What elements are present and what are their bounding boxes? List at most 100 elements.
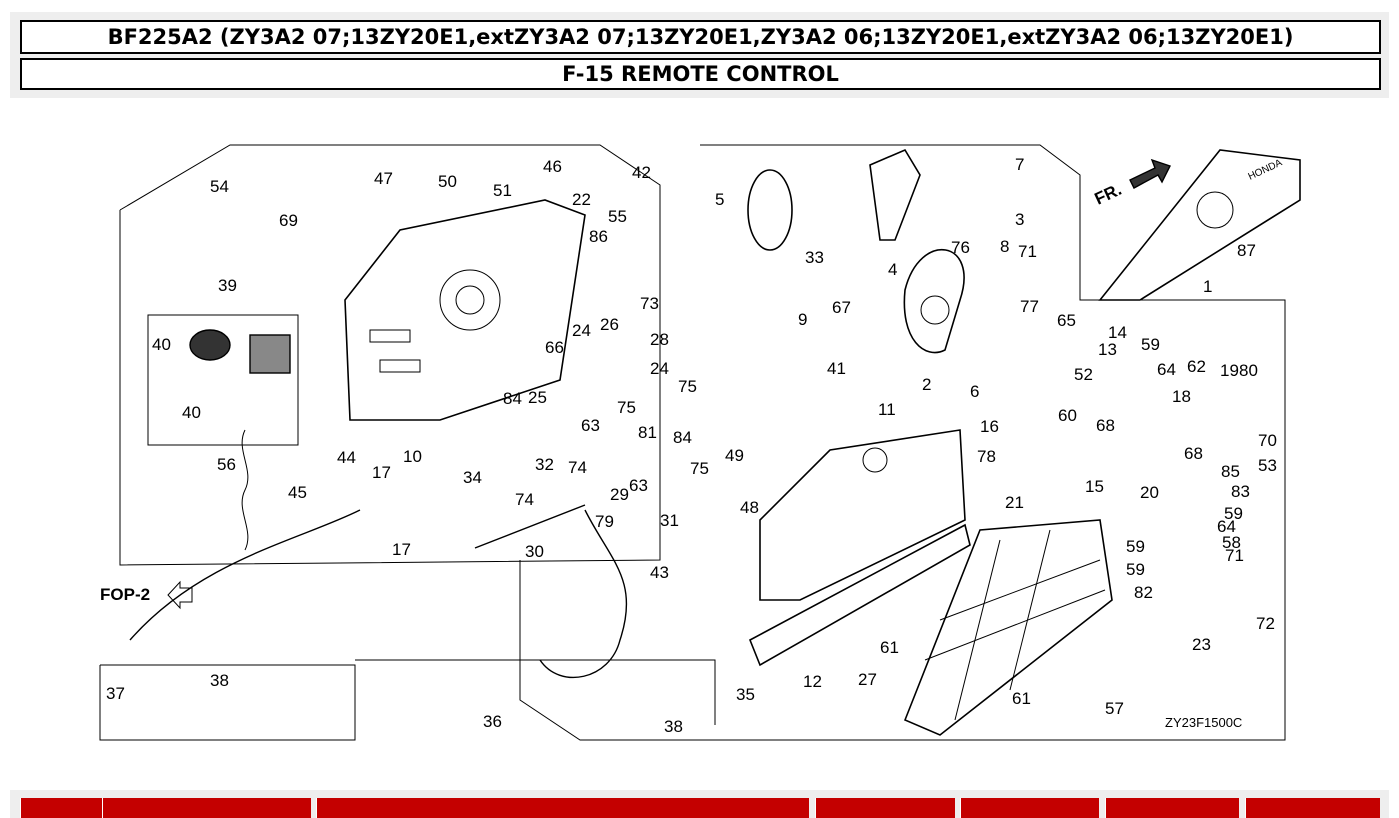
- table-col: [815, 798, 955, 818]
- part-callout-34: 34: [463, 468, 482, 487]
- part-callout-59d: 59: [1126, 560, 1145, 579]
- part-callout-41: 41: [827, 359, 846, 378]
- housing-boss: [439, 269, 501, 331]
- part-callout-75c: 75: [690, 459, 709, 478]
- model-title: BF225A2 (ZY3A2 07;13ZY20E1,extZY3A2 07;1…: [20, 20, 1381, 54]
- harness-box-outline: [355, 659, 716, 725]
- part-callout-19: 19: [1220, 361, 1239, 380]
- part-callout-54: 54: [210, 177, 229, 196]
- exploded-parts-diagram: HONDA FR. FOP-2 123456789101112131415161…: [99, 144, 1301, 741]
- part-callout-46: 46: [543, 157, 562, 176]
- part-callout-75: 75: [678, 377, 697, 396]
- part-callout-42: 42: [632, 163, 651, 182]
- part-callout-44: 44: [337, 448, 356, 467]
- assembly-outline-right: [519, 144, 1286, 741]
- part-callout-78: 78: [977, 447, 996, 466]
- part-callout-69: 69: [279, 211, 298, 230]
- part-callout-14: 14: [1108, 323, 1127, 342]
- part-callout-70: 70: [1258, 431, 1277, 450]
- front-arrow-icon: [1129, 158, 1171, 189]
- part-callout-9: 9: [798, 310, 807, 329]
- part-callout-59c: 59: [1126, 537, 1145, 556]
- lever-plate-hole: [920, 295, 950, 325]
- part-callout-31: 31: [660, 511, 679, 530]
- part-callout-51: 51: [493, 181, 512, 200]
- part-callout-26: 26: [600, 315, 619, 334]
- part-callout-68b: 68: [1184, 444, 1203, 463]
- part-callout-63b: 63: [629, 476, 648, 495]
- part-callout-63: 63: [581, 416, 600, 435]
- part-callout-40b: 40: [182, 403, 201, 422]
- part-callout-20: 20: [1140, 483, 1159, 502]
- part-callout-29: 29: [610, 485, 629, 504]
- grille-rib: [1009, 529, 1051, 691]
- outer-cover-part: [1098, 149, 1301, 301]
- part-callout-24: 24: [572, 321, 591, 340]
- part-callout-68: 68: [1096, 416, 1115, 435]
- connector-part: [249, 334, 291, 374]
- front-marker: FR.: [1092, 180, 1125, 209]
- part-callout-28: 28: [650, 330, 669, 349]
- part-callout-45: 45: [288, 483, 307, 502]
- section-title: F-15 REMOTE CONTROL: [20, 58, 1381, 90]
- housing-slot: [379, 359, 421, 373]
- part-callout-17b: 17: [392, 540, 411, 559]
- table-col: [316, 798, 809, 818]
- part-callout-85: 85: [1221, 462, 1240, 481]
- part-callout-81: 81: [638, 423, 657, 442]
- housing-hole: [455, 285, 485, 315]
- grille-rib: [924, 589, 1106, 661]
- part-callout-83: 83: [1231, 482, 1250, 501]
- part-callout-5: 5: [715, 190, 724, 209]
- part-callout-74: 74: [568, 458, 587, 477]
- part-callout-32: 32: [535, 455, 554, 474]
- part-callout-82: 82: [1134, 583, 1153, 602]
- part-callout-59: 59: [1141, 335, 1160, 354]
- cable-part: [474, 504, 586, 549]
- part-callout-40: 40: [152, 335, 171, 354]
- part-callout-48: 48: [740, 498, 759, 517]
- part-callout-16: 16: [980, 417, 999, 436]
- ring-part: [747, 169, 793, 251]
- part-callout-33: 33: [805, 248, 824, 267]
- switch-part: [189, 329, 231, 361]
- part-callout-60: 60: [1058, 406, 1077, 425]
- spring-part: [241, 429, 249, 551]
- part-callout-8: 8: [1000, 237, 1009, 256]
- part-callout-55: 55: [608, 207, 627, 226]
- part-callout-37: 37: [106, 684, 125, 703]
- parts-table-header: [10, 790, 1389, 818]
- part-callout-43: 43: [650, 563, 669, 582]
- part-callout-75b: 75: [617, 398, 636, 417]
- part-callout-7: 7: [1015, 155, 1024, 174]
- cable-part: [129, 509, 361, 641]
- harness-box-outline: [99, 664, 356, 741]
- part-callout-10: 10: [403, 447, 422, 466]
- part-callout-17: 17: [372, 463, 391, 482]
- harness-part: [539, 509, 628, 679]
- part-callout-12: 12: [803, 672, 822, 691]
- part-callout-24b: 24: [650, 359, 669, 378]
- part-callout-11: 11: [878, 400, 896, 419]
- housing-slot: [369, 329, 411, 343]
- part-callout-80: 80: [1239, 361, 1258, 380]
- part-callout-52: 52: [1074, 365, 1093, 384]
- part-callout-73: 73: [640, 294, 659, 313]
- cover-hole: [862, 447, 888, 473]
- lever-plate-part: [903, 249, 965, 354]
- part-callout-23: 23: [1192, 635, 1211, 654]
- part-callout-53: 53: [1258, 456, 1277, 475]
- part-callout-47: 47: [374, 169, 393, 188]
- part-callout-84b: 84: [673, 428, 692, 447]
- assembly-outline-left: [119, 144, 661, 566]
- table-col: [960, 798, 1099, 818]
- grille-rib: [939, 559, 1101, 621]
- part-callout-76: 76: [951, 238, 970, 257]
- part-callout-87: 87: [1237, 241, 1256, 260]
- part-callout-38: 38: [210, 671, 229, 690]
- part-callout-6: 6: [970, 382, 979, 401]
- part-callout-59b: 59: [1224, 504, 1243, 523]
- part-callout-25: 25: [528, 388, 547, 407]
- part-callout-57: 57: [1105, 699, 1124, 718]
- part-callout-36: 36: [483, 712, 502, 731]
